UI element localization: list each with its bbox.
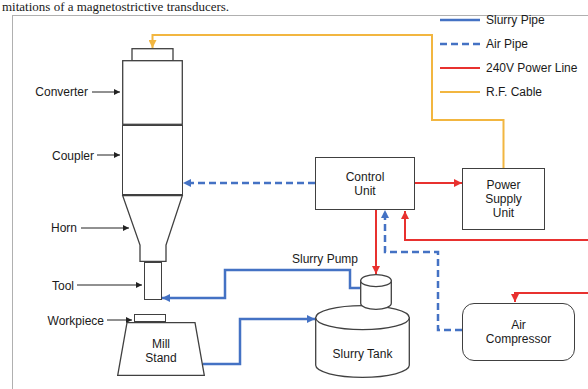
power-line (515, 293, 588, 302)
legend-sample (440, 91, 480, 93)
process-box: Air Compressor (462, 303, 575, 361)
leader-arrow (92, 92, 120, 93)
node-label: Mill Stand (136, 337, 186, 365)
pipe-connector (162, 270, 360, 298)
legend-sample (440, 67, 480, 69)
node-outline (360, 274, 392, 310)
outline-stroke (361, 275, 392, 287)
tank-cylinder: Slurry Tank (315, 305, 410, 378)
outline-stroke (316, 306, 410, 330)
legend-sample (440, 43, 480, 46)
leader-arrow (97, 155, 120, 156)
pipe-connector (153, 35, 504, 168)
leader-arrow (107, 320, 132, 321)
part-label: Coupler (31, 149, 94, 163)
converter-block: Converter (122, 48, 183, 125)
part-label: Horn (20, 221, 77, 235)
leader-arrow (81, 228, 129, 229)
node-outline (122, 48, 183, 125)
pipe-connector (183, 182, 315, 185)
legend-text: 240V Power Line (486, 61, 577, 75)
horn-shape: Horn (122, 195, 183, 262)
part-label: Converter (20, 85, 88, 99)
figure-frame (13, 16, 588, 389)
legend-sample (440, 19, 480, 22)
node-label: Air Compressor (479, 318, 559, 346)
node-outline (122, 195, 183, 262)
node-label: Control Unit (337, 170, 393, 198)
legend-text: R.F. Cable (486, 85, 542, 99)
pipe-connector (375, 210, 377, 274)
pump-cylinder: Slurry Pump (360, 274, 392, 310)
outline-stroke (132, 49, 173, 61)
workpiece-block: Workpiece (134, 314, 166, 322)
mill-stand: Mill Stand (117, 322, 205, 376)
leader-arrow (77, 285, 142, 286)
process-box: Power Supply Unit (462, 168, 545, 230)
part-label: Tool (21, 279, 74, 293)
outline-stroke (123, 61, 183, 125)
outline-stroke (118, 323, 205, 376)
node-label: Power Supply Unit (476, 178, 532, 220)
part-label: Workpiece (21, 314, 104, 328)
pipe-connector (203, 319, 315, 364)
outline-stroke (123, 196, 183, 262)
node-label: Slurry Tank (333, 347, 393, 361)
caption-fragment: mitations of a magnetostrictive transduc… (2, 0, 229, 14)
part-label: Slurry Pump (272, 252, 358, 266)
legend-text: Slurry Pipe (486, 13, 545, 27)
legend-text: Air Pipe (486, 37, 528, 51)
tool-block: Tool (144, 262, 162, 300)
node-outline (315, 305, 410, 378)
process-box: Control Unit (315, 157, 415, 210)
coupler-block: Coupler (122, 125, 183, 195)
pipe-connector (415, 182, 462, 184)
